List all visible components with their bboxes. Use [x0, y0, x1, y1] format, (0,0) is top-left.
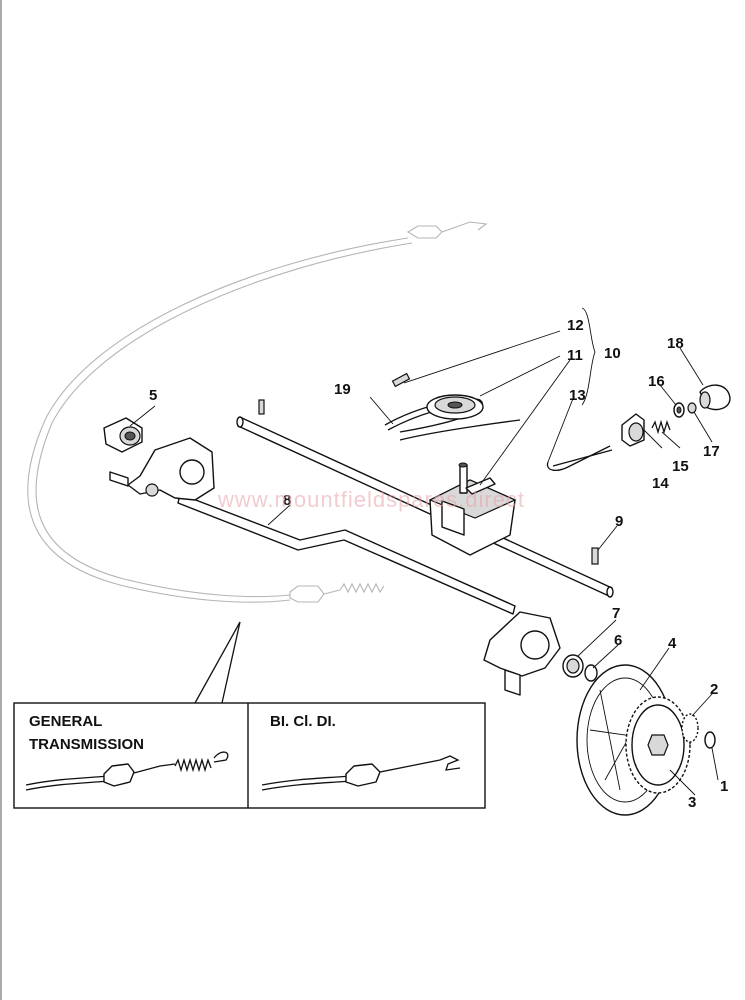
clip-1 — [704, 731, 716, 749]
inset-leader — [194, 621, 241, 704]
lever-rod-8 — [177, 493, 516, 615]
callout-13: 13 — [569, 387, 586, 404]
bushing-5 — [103, 417, 143, 453]
spring-15 — [651, 419, 671, 435]
callout-17: 17 — [703, 443, 720, 460]
shaft-pin — [258, 399, 265, 415]
control-cable — [27, 221, 488, 603]
inset-caption-transmission: TRANSMISSION — [29, 736, 144, 753]
cable-end-bicidi — [261, 755, 461, 791]
rod-13 — [546, 445, 613, 472]
pinion-2 — [681, 713, 699, 743]
callout-18: 18 — [667, 335, 684, 352]
callout-4: 4 — [668, 635, 677, 652]
callout-8: 8 — [283, 492, 291, 509]
pin-12 — [391, 372, 411, 388]
callout-12: 12 — [567, 317, 584, 334]
inset-caption-bicidi: BI. Cl. DI. — [270, 713, 336, 730]
pulley-11 — [426, 394, 484, 420]
callout-3: 3 — [688, 794, 696, 811]
bracket-14 — [621, 413, 645, 447]
gearbox-10 — [428, 462, 517, 556]
cable-variants-inset: GENERAL TRANSMISSION BI. Cl. DI. — [13, 702, 486, 809]
callout-10: 10 — [604, 345, 621, 362]
knob-18 — [699, 384, 731, 411]
callout-15: 15 — [672, 458, 689, 475]
inset-leader — [221, 621, 241, 704]
washer-16 — [673, 402, 685, 418]
callout-6: 6 — [614, 632, 622, 649]
right-bracket — [483, 611, 561, 696]
callout-16: 16 — [648, 373, 665, 390]
left-bracket — [109, 437, 215, 501]
callout-7: 7 — [612, 605, 620, 622]
pin-9 — [591, 547, 599, 565]
cable-end-general — [25, 751, 229, 791]
callout-1: 1 — [720, 778, 728, 795]
leader-lines — [129, 307, 719, 796]
callout-19: 19 — [334, 381, 351, 398]
callout-2: 2 — [710, 681, 718, 698]
watermark: www.mountfieldspares.direct — [217, 487, 525, 512]
inset-caption-general: GENERAL — [29, 713, 102, 730]
clip-17 — [687, 402, 697, 414]
washer-6 — [584, 664, 598, 682]
bearing-7 — [562, 654, 584, 678]
callout-11: 11 — [567, 347, 583, 364]
callout-14: 14 — [652, 475, 669, 492]
callout-9: 9 — [615, 513, 623, 530]
callout-5: 5 — [149, 387, 157, 404]
gear-3 — [625, 696, 691, 794]
